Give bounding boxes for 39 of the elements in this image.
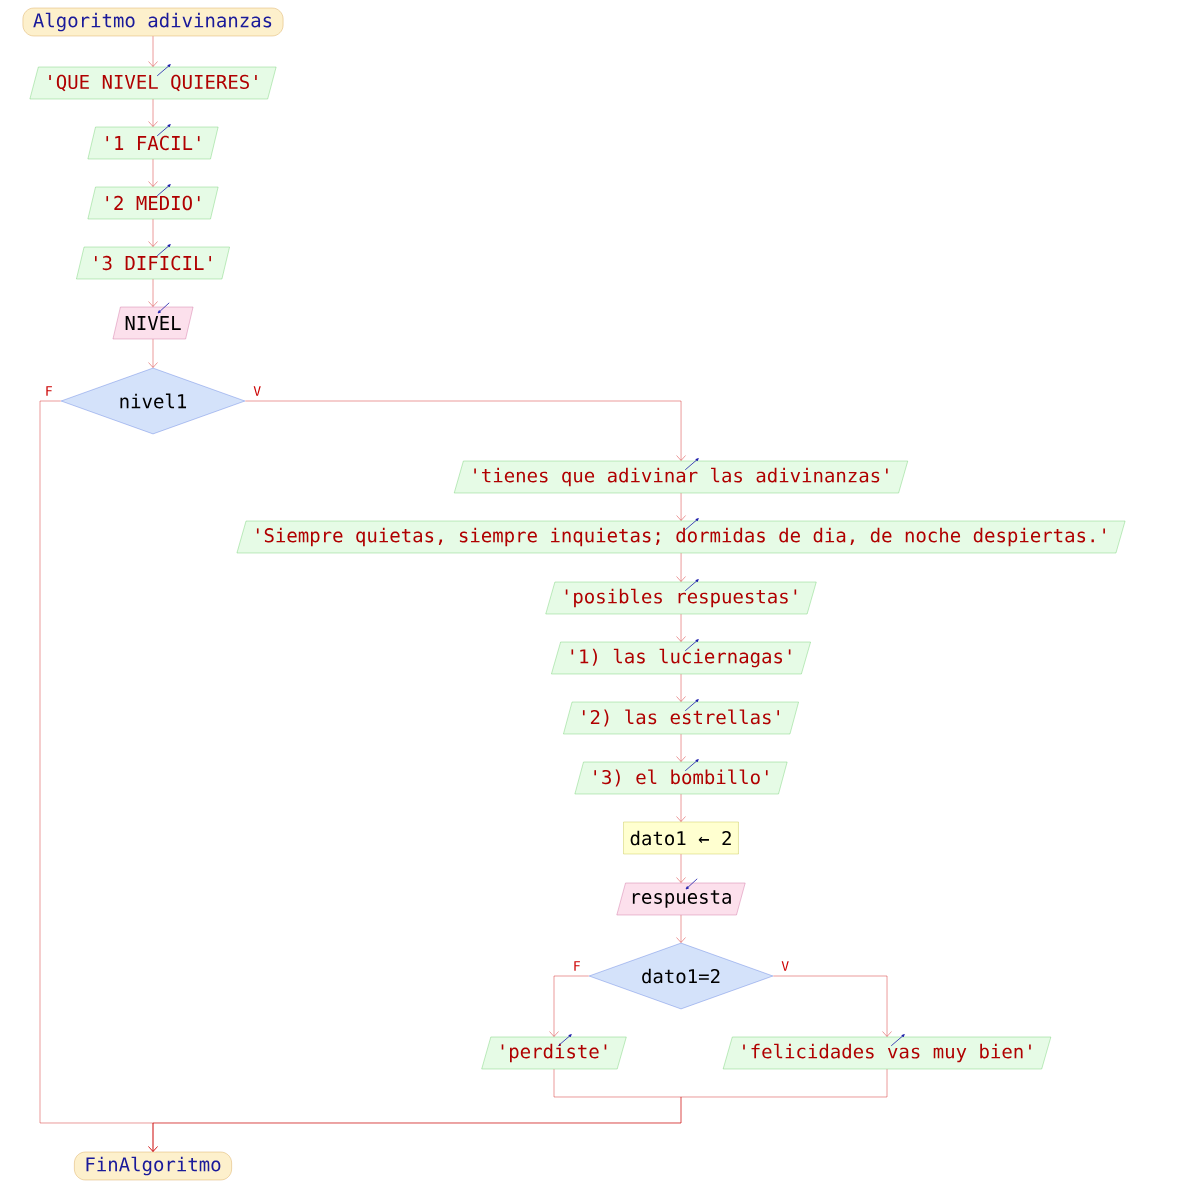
assignment-box: dato1 ← 2: [623, 821, 739, 855]
arrow: [148, 159, 158, 187]
edge-label: V: [780, 960, 791, 972]
arrow: [148, 339, 158, 368]
output-parallelogram: '2) las estrellas': [563, 699, 799, 735]
output-parallelogram: '2 MEDIO': [87, 184, 219, 220]
arrow: [148, 36, 158, 67]
output-parallelogram: 'felicidades vas muy bien': [722, 1034, 1052, 1070]
output-parallelogram: '3 DIFICIL': [76, 244, 230, 280]
arrow: [245, 400, 686, 461]
arrow: [676, 553, 686, 582]
output-parallelogram: 'perdiste': [481, 1034, 627, 1070]
output-parallelogram: 'tienes que adivinar las adivinanzas': [454, 458, 908, 494]
terminal: FinAlgoritmo: [74, 1151, 232, 1181]
output-parallelogram: '1) las luciernagas': [551, 639, 811, 675]
edge-label: F: [43, 385, 54, 397]
output-parallelogram: 'QUE NIVEL QUIERES': [29, 64, 277, 100]
arrow: [676, 734, 686, 762]
arrow: [676, 854, 686, 883]
output-parallelogram: 'posibles respuestas': [545, 579, 817, 615]
terminal: Algoritmo adivinanzas: [22, 7, 284, 37]
arrow: [676, 674, 686, 702]
arrow: [148, 1069, 888, 1152]
input-parallelogram: respuesta: [616, 878, 746, 916]
arrow: [148, 279, 158, 307]
arrow: [676, 794, 686, 822]
input-parallelogram: NIVEL: [112, 302, 194, 340]
arrow: [676, 614, 686, 642]
arrow: [773, 975, 892, 1037]
arrow: [676, 493, 686, 521]
output-parallelogram: '1 FACIL': [87, 124, 219, 160]
output-parallelogram: '3) el bombillo': [574, 759, 788, 795]
arrow: [148, 99, 158, 127]
edge-label: F: [571, 960, 582, 972]
arrow: [549, 975, 589, 1037]
arrow: [676, 915, 686, 943]
edge-label: V: [252, 385, 263, 397]
arrow: [148, 219, 158, 247]
output-parallelogram: 'Siempre quietas, siempre inquietas; dormidas de dia, de noche despiertas.': [236, 518, 1126, 554]
